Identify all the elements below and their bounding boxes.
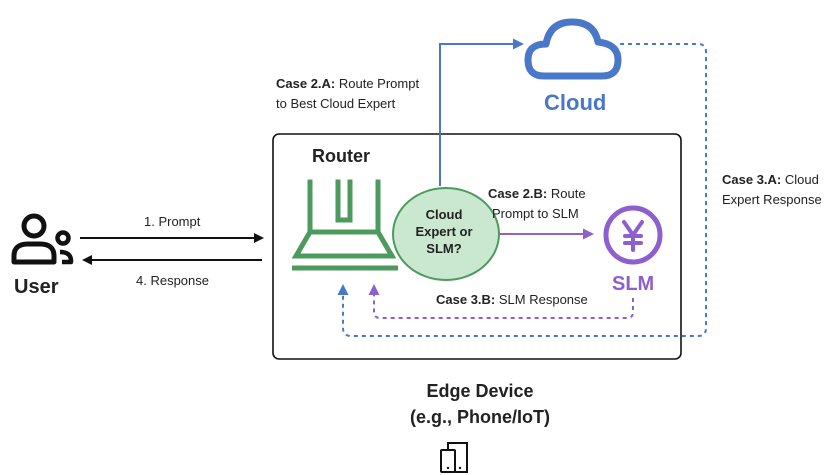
response-label: 4. Response — [136, 273, 209, 288]
decision-text: Cloud Expert or SLM? — [392, 206, 496, 257]
route-to-cloud-arrow — [439, 38, 524, 186]
case-2b-tag: Case 2.B: — [488, 186, 548, 201]
case-3a-line-1: Case 3.A: Cloud — [722, 170, 819, 190]
cloud-label: Cloud — [544, 90, 607, 115]
case-2a-text-1: Route Prompt — [338, 76, 420, 91]
case-3a-tag: Case 3.A: — [722, 172, 782, 187]
case-2b-text-2: Prompt to SLM — [492, 206, 579, 221]
router-label: Router — [312, 146, 370, 166]
case-2a-text-2: to Best Cloud Expert — [276, 96, 396, 111]
edge-device-box — [272, 133, 682, 360]
user-label: User — [14, 276, 59, 298]
yen-coin-icon — [603, 205, 663, 265]
cloud-response-arrow — [337, 43, 707, 337]
decision-line-3: SLM? — [426, 241, 462, 256]
prompt-label: 1. Prompt — [144, 214, 201, 229]
devices-icon — [440, 442, 468, 473]
cloud-icon — [524, 18, 622, 80]
slm-label: SLM — [612, 273, 655, 295]
case-2a-tag: Case 2.A: — [276, 76, 336, 91]
edge-device-line-1: Edge Device — [426, 381, 534, 401]
case-2a-line-1: Case 2.A: Route Prompt — [276, 74, 419, 94]
case-3a-text-2: Expert Response — [722, 192, 822, 207]
edge-device-label: Edge Device (e.g., Phone/IoT) — [360, 378, 600, 430]
case-2b-line-1: Case 2.B: Route — [488, 184, 586, 204]
case-3b-text: SLM Response — [498, 292, 588, 307]
case-2b-text-1: Route — [550, 186, 586, 201]
decision-node — [392, 187, 500, 281]
slm-response-arrow — [368, 284, 634, 319]
users-icon — [11, 213, 74, 265]
router-icon — [292, 179, 398, 271]
decision-line-1: Cloud — [425, 207, 463, 222]
edge-device-line-2: (e.g., Phone/IoT) — [410, 407, 550, 427]
case-3b-line: Case 3.B: SLM Response — [436, 290, 588, 310]
case-3b-tag: Case 3.B: — [436, 292, 496, 307]
case-3a-text-1: Cloud — [784, 172, 819, 187]
decision-line-2: Expert or — [415, 224, 473, 239]
